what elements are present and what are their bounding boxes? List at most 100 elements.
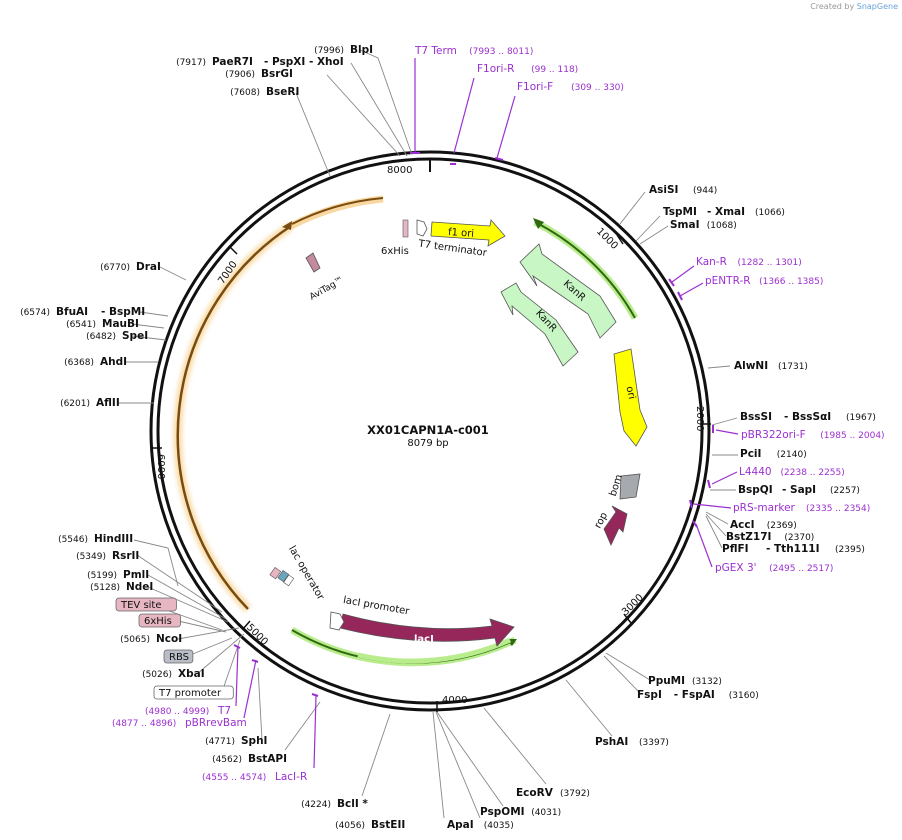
enzyme-label: (7906)BsrGI <box>225 68 293 80</box>
enzyme-name-tail: - BssSαI <box>784 411 831 423</box>
enzyme-name: PmlI <box>123 569 149 581</box>
enzyme-label: (7917)PaeR7I- PspXI - XhoI <box>176 56 344 68</box>
enzyme-name: AlwNI <box>734 360 768 372</box>
primer-range: (2335 .. 2354) <box>806 504 870 514</box>
backbone-outer <box>149 150 711 712</box>
enzyme-name: SphI <box>241 735 267 747</box>
primer-name: Kan-R <box>696 256 727 268</box>
enzyme-name: AflII <box>96 397 120 409</box>
enzyme-label: (5128)NdeI <box>90 581 153 593</box>
enzyme-position: (4035) <box>484 821 514 831</box>
enzyme-name: PpuMI <box>648 675 685 687</box>
enzyme-name-tail: - XmaI <box>707 206 745 218</box>
enzyme-name-tail: - FspAI <box>674 689 715 701</box>
enzyme-label: TspMI- XmaI(1066) <box>663 206 785 218</box>
primer-lines <box>233 58 739 769</box>
enzyme-position: (5065) <box>120 635 150 645</box>
primer-name: pENTR-R <box>705 275 751 287</box>
ruler-4000: 4000 <box>442 695 467 706</box>
enzyme-name: BstEII <box>371 819 405 831</box>
primer-label: (4877 .. 4896)pBRrevBam <box>112 717 247 729</box>
plasmid-length: 8079 bp <box>407 438 448 449</box>
feature-box: RBS <box>163 649 194 664</box>
enzyme-label: PshAI(3397) <box>595 736 669 748</box>
primer-label: T7 Term(7993 .. 8011) <box>414 45 533 57</box>
enzyme-name-tail: - BspMI <box>101 306 145 318</box>
enzyme-name: NcoI <box>156 633 182 645</box>
svg-text:lac operator: lac operator <box>286 544 326 603</box>
primer-name: T7 <box>217 705 231 717</box>
enzyme-label: (5349)RsrII <box>76 550 139 562</box>
enzyme-label: PpuMI(3132) <box>648 675 722 687</box>
enzyme-position: (2257) <box>830 486 860 496</box>
enzyme-label: AsiSI (944) <box>649 184 717 196</box>
ruler-8000: 8000 <box>387 165 412 176</box>
enzyme-name: FspI <box>637 689 662 701</box>
enzyme-label: (5065) NcoI <box>120 633 182 645</box>
enzyme-name: PspOMI <box>480 806 525 818</box>
feature-box: T7 promoter <box>153 685 234 700</box>
insert-arc-top <box>289 195 384 230</box>
enzyme-name: PaeR7I <box>212 56 253 68</box>
primer-label: Kan-R (1282 .. 1301) <box>696 256 802 268</box>
enzyme-label: (5546)HindIII <box>58 533 133 545</box>
enzyme-position: (5349) <box>76 552 106 562</box>
enzyme-label: (6201) AflII <box>60 397 120 409</box>
svg-text:AviTag™: AviTag™ <box>308 275 346 303</box>
enzyme-label: BssSI- BssSαI(1967) <box>740 411 876 423</box>
primer-label: (4555 .. 4574)LacI-R <box>202 771 307 783</box>
feature-lac-operator: lac operator <box>269 544 326 603</box>
insert-arc-arrowhead <box>282 221 292 230</box>
enzyme-position: (7917) <box>176 58 206 68</box>
enzyme-label: (4771)SphI <box>205 735 267 747</box>
ruler-6000: 6000 <box>155 454 166 479</box>
feature-box-label: 6xHis <box>144 616 172 627</box>
green-arc-right-head <box>533 218 544 229</box>
credit-brand: SnapGene <box>856 2 898 11</box>
enzyme-position: (5199) <box>87 571 117 581</box>
enzyme-label: (6482) SpeI <box>86 330 148 342</box>
enzyme-position: (6770) <box>100 263 130 273</box>
snapgene-credit: Created by SnapGene <box>810 2 898 11</box>
enzyme-position: (1066) <box>755 208 785 218</box>
primer-range: (1366 .. 1385) <box>759 277 823 287</box>
enzyme-position: (944) <box>693 186 717 196</box>
primer-range: (7993 .. 8011) <box>469 47 533 57</box>
enzyme-position: (6201) <box>60 399 90 409</box>
feature-box: TEV site <box>115 597 177 612</box>
primer-name: L4440 <box>739 466 772 478</box>
enzyme-position: (6541) <box>66 320 96 330</box>
enzyme-position: (7608) <box>230 88 260 98</box>
feature-box-label: T7 promoter <box>158 688 222 699</box>
primer-label: pGEX 3'(2495 .. 2517) <box>715 562 833 574</box>
enzyme-label: (6770)DraI <box>100 261 161 273</box>
primer-label: F1ori-F(309 .. 330) <box>517 81 624 93</box>
enzyme-label: EcoRV(3792) <box>516 787 590 799</box>
enzyme-position: (6574) <box>20 308 50 318</box>
enzyme-label: (7608) BseRI <box>230 86 299 98</box>
enzyme-name: BspQI <box>738 484 773 496</box>
primer-name: pRS-marker <box>733 502 796 514</box>
enzyme-name: AhdI <box>100 356 127 368</box>
enzyme-name: PciI <box>740 448 761 460</box>
enzyme-name: BlpI <box>350 44 373 56</box>
enzyme-position: (2370) <box>784 533 814 543</box>
enzyme-name: SpeI <box>122 330 148 342</box>
enzyme-position: (2395) <box>835 545 865 555</box>
enzyme-label: ApaI(4035) <box>447 819 514 831</box>
primer-label: L4440(2238 .. 2255) <box>739 466 845 478</box>
enzyme-name: AsiSI <box>649 184 678 196</box>
primer-range: (1985 .. 2004) <box>820 431 884 441</box>
enzyme-position: (6482) <box>86 332 116 342</box>
enzyme-name: BseRI <box>266 86 299 98</box>
primer-name: pBR322ori-F <box>741 429 806 441</box>
primer-label: pENTR-R (1366 .. 1385) <box>705 275 823 287</box>
feature-box: 6xHis <box>138 613 181 628</box>
feature-bom: bom <box>608 473 641 500</box>
primer-range: (1282 .. 1301) <box>738 258 802 268</box>
feature-ori: ori <box>613 348 648 447</box>
primer-name: pGEX 3' <box>715 562 757 574</box>
svg-text:ori: ori <box>623 385 636 400</box>
enzyme-position: (6368) <box>64 358 94 368</box>
